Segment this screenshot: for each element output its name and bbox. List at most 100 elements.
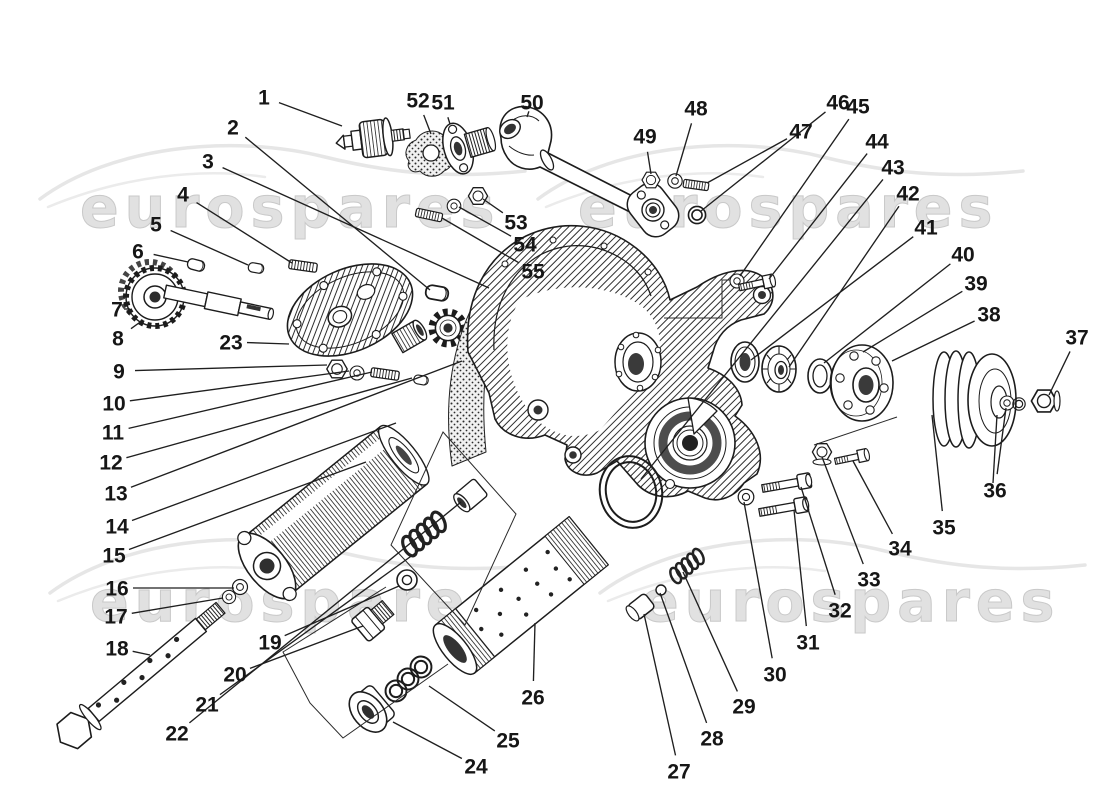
- leader-line-43: [640, 179, 884, 480]
- leader-line-27: [643, 613, 677, 756]
- leader-line-31: [793, 509, 807, 627]
- part-number-30: 30: [763, 664, 786, 687]
- car-swoosh-graphic: [46, 172, 267, 209]
- washer-part-54: [446, 198, 462, 214]
- leader-line-17: [131, 597, 224, 615]
- part-number-13: 13: [104, 483, 127, 506]
- seal-part-25b: [392, 663, 424, 695]
- leader-line-8: [130, 319, 144, 330]
- leader-line-4: [196, 201, 293, 264]
- leader-line-19: [284, 585, 400, 637]
- washer-part-36: [999, 395, 1015, 411]
- part-number-5: 5: [150, 214, 162, 237]
- leader-line-55: [441, 217, 520, 264]
- cap-part-24: [348, 685, 395, 733]
- leader-line-1: [278, 101, 343, 127]
- leader-line-47: [706, 138, 788, 184]
- group-bracket-line: [390, 431, 517, 626]
- leader-line-45: [739, 118, 850, 277]
- part-number-40: 40: [951, 244, 974, 267]
- nut-part-37: [1030, 389, 1061, 413]
- pin-part-5: [247, 261, 265, 275]
- pump-shaft-drawing: [163, 284, 275, 321]
- part-number-19: 19: [258, 632, 281, 655]
- leader-line-49: [646, 151, 652, 175]
- leader-line-6: [153, 253, 189, 263]
- part-number-33: 33: [857, 569, 880, 592]
- watermark-eurospares: eurospares: [598, 537, 1087, 636]
- group-bracket-line: [664, 279, 730, 319]
- part-number-6: 6: [132, 241, 144, 264]
- leader-line-14: [131, 422, 397, 522]
- leader-line-24: [392, 721, 463, 760]
- part-number-55: 55: [521, 261, 545, 284]
- part-number-51: 51: [431, 92, 455, 115]
- washer-part-30: [737, 488, 755, 506]
- leader-line-38: [891, 320, 975, 362]
- part-number-28: 28: [700, 728, 724, 751]
- leader-line-39: [862, 290, 963, 353]
- stud-part-4: [287, 258, 319, 274]
- leader-line-15: [128, 461, 367, 551]
- key-part-6: [185, 257, 207, 273]
- nut-part-49: [641, 171, 661, 189]
- cover-plate-drawing: [286, 263, 414, 357]
- leader-line-5: [170, 229, 249, 266]
- leader-line-18: [132, 650, 151, 656]
- part-number-38: 38: [977, 304, 1001, 327]
- leader-line-48: [675, 123, 693, 177]
- leader-line-42: [788, 205, 900, 368]
- leader-line-35: [931, 414, 943, 512]
- part-number-44: 44: [865, 131, 889, 154]
- filter-element-26-drawing: [432, 515, 609, 675]
- group-bracket-line: [282, 586, 449, 739]
- spacer-ring-part-40: [807, 358, 833, 394]
- pressure-sender-drawing: [335, 117, 411, 159]
- nut-part-9: [326, 359, 348, 379]
- bolt-part-32: [760, 471, 814, 497]
- impeller-drawing: [644, 397, 736, 490]
- part-number-11: 11: [102, 422, 125, 445]
- leader-line-9: [134, 364, 328, 372]
- leader-line-29: [682, 571, 738, 692]
- leader-line-50: [526, 111, 530, 118]
- leader-line-11: [128, 371, 373, 430]
- part-number-23: 23: [219, 332, 242, 355]
- leader-line-53: [482, 198, 504, 214]
- bearing-part-42: [761, 345, 797, 393]
- part-number-50: 50: [520, 92, 543, 115]
- part-number-2: 2: [227, 117, 239, 140]
- part-number-14: 14: [105, 516, 129, 539]
- pipe-flange-drawing: [626, 182, 680, 238]
- part-number-54: 54: [513, 234, 537, 257]
- bolt-part-34: [833, 447, 872, 468]
- leader-line-37: [1048, 351, 1071, 396]
- part-number-10: 10: [102, 393, 125, 416]
- leader-line-44: [768, 153, 868, 280]
- leader-line-26: [532, 622, 536, 682]
- leader-line-12: [126, 377, 413, 459]
- part-number-26: 26: [521, 687, 544, 710]
- leader-lines: [124, 101, 1071, 760]
- part-number-21: 21: [195, 694, 219, 717]
- leader-line-34: [852, 460, 893, 535]
- part-number-9: 9: [113, 361, 125, 384]
- part-number-52: 52: [406, 90, 429, 113]
- washer-part-48: [667, 173, 683, 189]
- leader-line-46: [700, 111, 826, 212]
- bolt-part-31: [757, 495, 811, 521]
- part-number-32: 32: [828, 600, 851, 623]
- stud-part-11: [369, 366, 401, 382]
- leader-line-20: [249, 625, 364, 670]
- part-number-47: 47: [789, 121, 812, 144]
- leader-line-22: [188, 501, 462, 724]
- part-number-3: 3: [202, 151, 214, 174]
- oring-part-43: [598, 455, 664, 529]
- car-swoosh-graphic: [536, 143, 1025, 201]
- leader-line-25: [428, 685, 496, 732]
- leader-line-51: [447, 117, 451, 125]
- filter-canister-drawing: [237, 424, 430, 602]
- part-number-45: 45: [846, 96, 870, 119]
- part-number-17: 17: [104, 606, 127, 629]
